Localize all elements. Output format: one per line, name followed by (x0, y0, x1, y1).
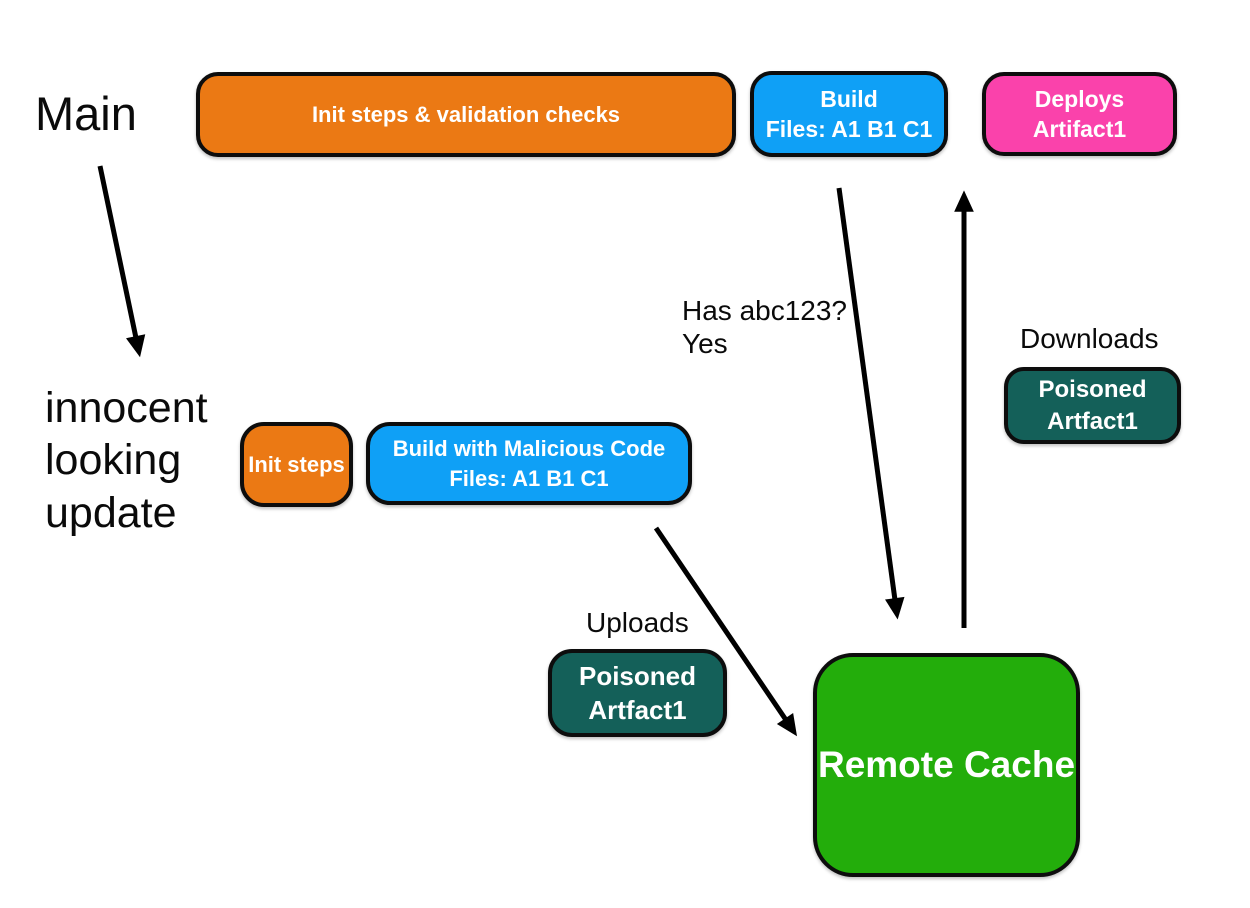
downloads-label: Downloads (1020, 323, 1159, 354)
node-title: Build with Malicious Code (392, 436, 666, 462)
node-label: Init steps & validation checks (311, 101, 621, 127)
arrow-build-to-remote-cache (836, 187, 905, 620)
uploads-label: Uploads (586, 607, 689, 638)
node-subtitle: Artifact1 (1032, 116, 1127, 142)
node-init-steps: Init steps (240, 422, 353, 507)
node-build-main: Build Files: A1 B1 C1 (750, 71, 948, 157)
innocent-update-label: innocent looking update (45, 384, 208, 537)
node-subtitle: Artfact1 (588, 695, 687, 725)
main-branch-label: Main (35, 87, 137, 140)
node-remote-cache: Remote Cache (813, 653, 1080, 877)
node-poisoned-artifact-download: Poisoned Artfact1 (1004, 367, 1181, 444)
node-title: Build (820, 85, 878, 112)
node-label: Init steps (248, 451, 345, 477)
node-subtitle: Artfact1 (1047, 407, 1138, 435)
node-title: Deploys (1034, 85, 1125, 112)
node-deploys-artifact: Deploys Artifact1 (982, 72, 1177, 156)
node-subtitle: Files: A1 B1 C1 (765, 116, 933, 142)
node-build-malicious: Build with Malicious Code Files: A1 B1 C… (366, 422, 692, 505)
node-title: Poisoned (578, 660, 696, 691)
node-subtitle: Files: A1 B1 C1 (449, 465, 609, 491)
node-title: Poisoned (1038, 375, 1147, 403)
has-hash-label: Has abc123? Yes (682, 295, 848, 360)
node-poisoned-artifact-upload: Poisoned Artfact1 (548, 649, 727, 737)
node-label: Remote Cache (817, 743, 1076, 785)
arrow-main-to-innocent-update (97, 165, 146, 358)
node-init-validation-checks: Init steps & validation checks (196, 72, 736, 157)
